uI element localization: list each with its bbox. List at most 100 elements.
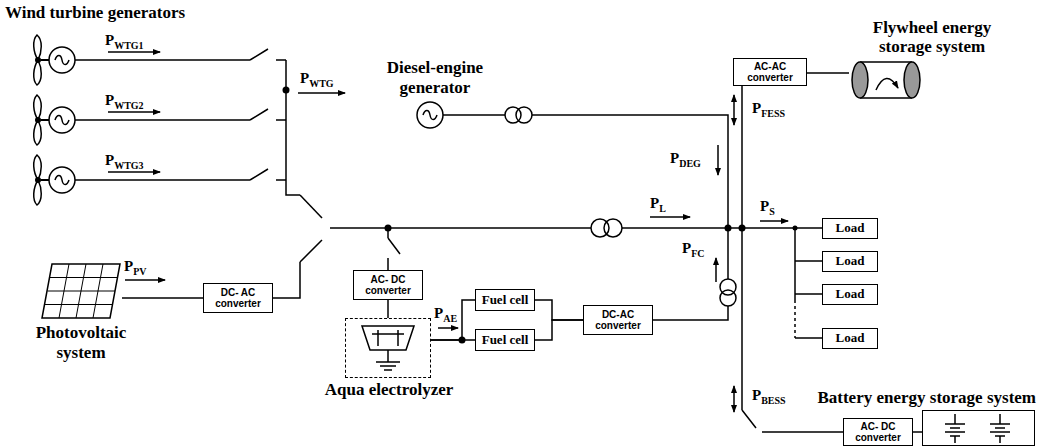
- load-box: Load: [822, 218, 878, 239]
- component-label: Diesel-engine generator: [365, 58, 505, 97]
- pv-panel-symbol: [45, 264, 118, 318]
- junction-dot: [283, 87, 290, 94]
- pv-system: Photovoltaic system: [40, 262, 122, 320]
- symbol-subscript: WTG1: [114, 40, 143, 51]
- symbol-subscript: DEG: [679, 158, 701, 169]
- power-symbol: PBESS: [752, 387, 786, 404]
- symbol-letter: P: [752, 387, 761, 403]
- power-symbol: PWTG3: [105, 152, 144, 169]
- box-label: Load: [836, 331, 865, 345]
- symbol-letter: P: [300, 70, 309, 86]
- symbol-letter: P: [105, 152, 114, 168]
- symbol-subscript: WTG3: [114, 160, 143, 171]
- diesel-generator-symbol: [417, 102, 443, 128]
- pv-panel-symbol: [42, 264, 120, 318]
- power-flow-arrow: [108, 111, 160, 113]
- symbol-subscript: PV: [133, 266, 146, 277]
- junction-dot: [283, 87, 798, 344]
- power-flow-arrow: [438, 327, 458, 329]
- power-symbol: PFC: [682, 240, 705, 257]
- electrolyzer-symbol: [362, 326, 414, 370]
- power-symbol: PWTG: [300, 70, 334, 87]
- symbol-subscript: FC: [691, 248, 704, 259]
- symbol-subscript: BESS: [761, 395, 785, 406]
- wind-turbine-symbol: [34, 35, 286, 205]
- power-flow-arrow: [125, 279, 165, 281]
- flywheel-symbol: [904, 62, 920, 98]
- electrolyzer-symbol: [376, 350, 400, 370]
- symbol-letter: P: [760, 198, 769, 214]
- transformer-symbol: [516, 107, 532, 123]
- transformer-symbol: [604, 219, 622, 237]
- junction-dot: [793, 226, 798, 231]
- power-flow-arrow: [717, 145, 719, 175]
- junction-dot: [739, 225, 746, 232]
- converter-box: AC-AC converter: [733, 58, 807, 86]
- box-label: DC- AC converter: [208, 287, 268, 309]
- power-line: [431, 300, 475, 340]
- wind-turbine-symbol: [34, 155, 286, 205]
- power-line: [387, 300, 389, 318]
- power-wire: [271, 262, 300, 298]
- symbol-letter: P: [124, 258, 133, 274]
- power-symbol: PDEG: [670, 150, 701, 167]
- power-symbol: PWTG1: [105, 32, 144, 49]
- power-wire: [300, 240, 322, 262]
- flywheel-symbol: [876, 78, 898, 90]
- power-wire: [388, 228, 400, 270]
- converter-box: AC- DC converter: [353, 270, 423, 300]
- power-wire: [742, 228, 822, 338]
- electrolyzer-symbol: [372, 330, 404, 346]
- symbol-subscript: AE: [443, 313, 457, 324]
- power-flow-arrow: [108, 171, 160, 173]
- component-heading: Photovoltaic system: [16, 323, 146, 362]
- component-heading: Battery energy storage system: [776, 388, 1036, 408]
- power-flow-arrow: [733, 95, 735, 125]
- power-symbol: PL: [650, 195, 666, 212]
- flywheel-symbol: [852, 62, 868, 98]
- power-wire: [622, 227, 742, 229]
- symbol-letter: P: [682, 240, 691, 256]
- power-line: [807, 72, 849, 74]
- power-symbol: PWTG2: [105, 92, 144, 109]
- box-label: Fuel cell: [482, 333, 529, 347]
- wind-turbine-symbol: [34, 35, 286, 85]
- electrolyzer-symbol: [362, 326, 414, 350]
- symbol-letter: P: [650, 195, 659, 211]
- junction-dot: [385, 225, 392, 232]
- symbol-letter: P: [105, 32, 114, 48]
- power-wire: [794, 300, 796, 338]
- wind-turbine-symbol: [34, 95, 286, 145]
- power-wire: [271, 60, 845, 432]
- symbol-letter: P: [752, 100, 761, 116]
- box-label: DC-AC converter: [588, 309, 648, 331]
- diesel-generator-symbol: [417, 102, 443, 128]
- load-box: Load: [822, 328, 878, 349]
- fuel-cell-box: Fuel cell: [475, 329, 535, 351]
- power-flow-arrow: [760, 220, 788, 222]
- power-line: [431, 339, 475, 341]
- electrolyzer-box: Aqua electrolyzer: [345, 318, 431, 378]
- battery-box: Battery energy storage system: [922, 410, 1035, 446]
- converter-box: DC- AC converter: [203, 283, 273, 313]
- box-label: Fuel cell: [482, 293, 529, 307]
- power-symbol: PAE: [434, 305, 457, 322]
- power-symbol: PPV: [124, 258, 147, 275]
- symbol-subscript: L: [659, 203, 666, 214]
- diesel-generator-symbol: [423, 111, 437, 120]
- power-wire: [330, 227, 591, 229]
- power-wire: [286, 60, 300, 195]
- box-label: Load: [836, 287, 865, 301]
- power-flow-arrow: [715, 258, 717, 282]
- flywheel-symbol: [852, 62, 920, 98]
- box-label: Load: [836, 254, 865, 268]
- symbol-letter: P: [105, 92, 114, 108]
- power-wire: [443, 115, 728, 228]
- symbol-letter: P: [670, 150, 679, 166]
- load-box: Load: [822, 251, 878, 272]
- box-label: Load: [836, 221, 865, 235]
